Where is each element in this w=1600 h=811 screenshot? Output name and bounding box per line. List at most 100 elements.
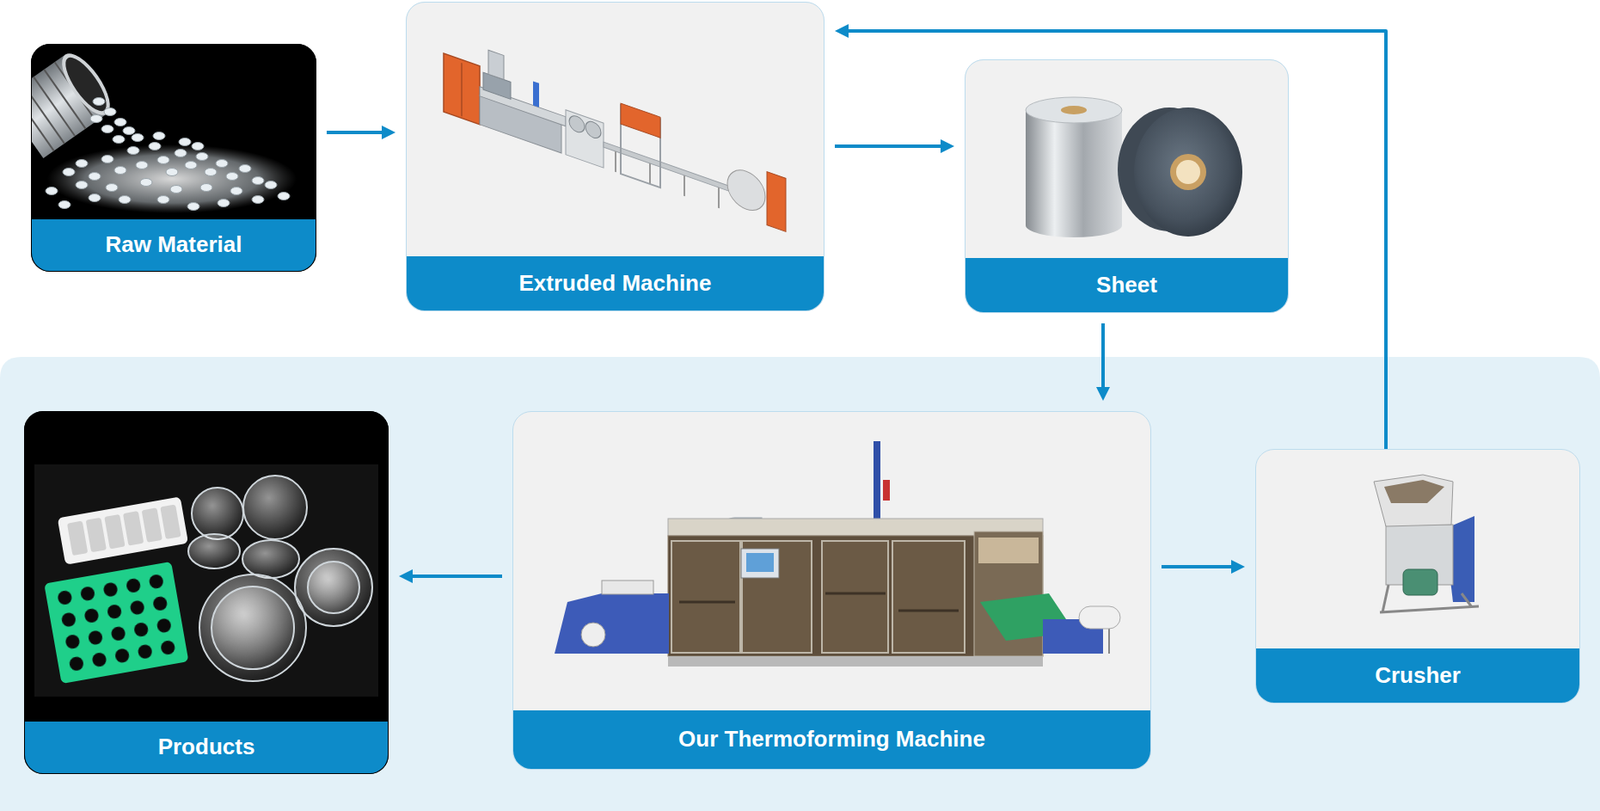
- pellets-picture-part-part: [239, 165, 252, 173]
- pellets-picture-part-part: [215, 159, 228, 168]
- pellets-picture-part-part: [191, 142, 204, 151]
- pellets-picture-part-part: [114, 118, 127, 127]
- card-label: Extruded Machine: [519, 270, 712, 297]
- products-picture-part-part: [199, 574, 307, 681]
- pellets-picture-part-part: [53, 46, 119, 123]
- crusher-picture-part: [1461, 593, 1472, 607]
- card-label: Products: [158, 734, 256, 761]
- flow-arrow: [834, 144, 941, 148]
- card-backgrounds-part: [24, 410, 389, 774]
- thermoforming-machine-picture-part: [679, 600, 736, 604]
- products-picture-part: [34, 464, 379, 697]
- label-bar: Crusher: [1256, 648, 1580, 703]
- products-picture-part-part: [85, 517, 107, 553]
- extruder-picture-part: [683, 175, 686, 197]
- pellets-picture-part-part: [131, 134, 144, 142]
- process-card: Raw Material: [30, 43, 317, 272]
- crusher-picture-part: [1373, 474, 1453, 527]
- thermoforming-machine-picture-part: [821, 540, 889, 653]
- thermoforming-machine-picture: [554, 441, 1121, 667]
- thermoforming-machine-picture-part: [898, 609, 959, 613]
- products-picture-part-part: [67, 521, 88, 557]
- sheet-rolls-picture-part: [1134, 107, 1243, 237]
- pellets-picture-part-part: [114, 166, 127, 175]
- extruder-picture-part: [488, 49, 504, 80]
- crusher-picture-part: [1403, 569, 1438, 595]
- card-backgrounds-part: [964, 59, 1289, 313]
- extruder-picture: [443, 34, 786, 232]
- flow-arrow: [412, 574, 503, 578]
- products-picture-part: [57, 496, 189, 564]
- thermoforming-machine-picture-part: [892, 540, 965, 653]
- pellets-picture-part-part: [148, 142, 161, 151]
- process-card: Our Thermoforming Machine: [512, 410, 1152, 770]
- pellets-picture-part-part: [75, 181, 88, 190]
- process-card: Crusher: [1255, 448, 1581, 704]
- thermoforming-machine-picture-part: [581, 622, 606, 647]
- card-backgrounds-part: [30, 43, 317, 272]
- thermoforming-machine-picture-part: [1078, 606, 1121, 629]
- extruder-picture-part: [727, 165, 766, 216]
- pellets-picture-part-part: [196, 153, 209, 161]
- flow-arrow: [1161, 564, 1232, 569]
- label-bar: Our Thermoforming Machine: [513, 710, 1151, 769]
- products-picture-part-part: [307, 561, 360, 614]
- pellets-picture-part-part: [101, 125, 114, 134]
- card-label: Our Thermoforming Machine: [678, 726, 986, 753]
- products-picture-part-part: [294, 548, 373, 626]
- label-bar: Extruded Machine: [406, 256, 824, 311]
- pellets-picture-part-part: [105, 183, 118, 192]
- pellets-picture-part-part: [101, 155, 114, 164]
- extruder-picture-part: [443, 53, 480, 125]
- pellets-picture-part-part: [88, 172, 101, 181]
- card-label: Crusher: [1374, 662, 1461, 689]
- pellets-picture-part: [45, 98, 290, 211]
- extruder-picture-part: [569, 113, 585, 135]
- products-picture-part-part: [159, 503, 181, 540]
- flow-arrow: [848, 30, 1386, 449]
- pellets-picture-part-part: [226, 172, 239, 181]
- extruder-picture-part: [766, 171, 786, 233]
- pellets-picture-part-part: [135, 161, 148, 170]
- pellets-picture-part-part: [118, 196, 131, 204]
- pellets-picture-part-part: [58, 51, 114, 117]
- crusher-picture: [1373, 474, 1479, 613]
- products-picture-part-part: [141, 507, 163, 543]
- thermoforming-machine-picture-part: [668, 655, 1043, 667]
- pellets-picture-part: [47, 144, 297, 214]
- pellets-picture-part-part: [140, 178, 153, 187]
- products-picture-part-part: [188, 533, 240, 569]
- pellets-picture-part-part: [187, 202, 200, 211]
- thermoforming-machine-picture-part: [825, 592, 886, 595]
- thermoforming-machine-picture-part: [746, 552, 774, 572]
- products-picture-part-part: [243, 475, 307, 540]
- crusher-picture-part: [1382, 584, 1389, 613]
- pellets-picture-part-part: [157, 156, 170, 165]
- products-picture-part-part: [191, 487, 244, 540]
- products-picture-part-part: [242, 539, 300, 578]
- pellets-picture-part-part: [30, 84, 65, 144]
- thermoforming-machine-picture-part: [978, 537, 1039, 564]
- pellets-picture-part-part: [45, 187, 58, 196]
- products-picture-part: [188, 475, 373, 681]
- products-picture-part-part: [57, 496, 189, 564]
- extruder-picture-part: [649, 163, 651, 184]
- pellets-picture-part-part: [122, 127, 135, 135]
- crusher-picture-part: [1379, 606, 1479, 613]
- products-picture: [34, 464, 379, 697]
- label-bar: Products: [24, 721, 388, 773]
- pellets-picture-part-part: [112, 135, 125, 144]
- pellets-picture-part-part: [90, 115, 103, 123]
- card-label: Sheet: [1096, 272, 1158, 299]
- pellets-picture-part: [30, 46, 119, 159]
- process-card: Extruded Machine: [405, 1, 825, 312]
- card-label: Raw Material: [105, 232, 243, 258]
- extruder-picture-part: [585, 119, 601, 141]
- pellets-picture-part-part: [88, 194, 101, 203]
- pellets-picture-part-part: [200, 183, 213, 192]
- extruder-picture-part: [533, 80, 540, 107]
- flow-arrow: [326, 130, 382, 135]
- products-picture-part-part: [211, 586, 295, 669]
- process-card: Sheet: [964, 59, 1289, 313]
- sheet-rolls-picture-part: [1060, 105, 1087, 115]
